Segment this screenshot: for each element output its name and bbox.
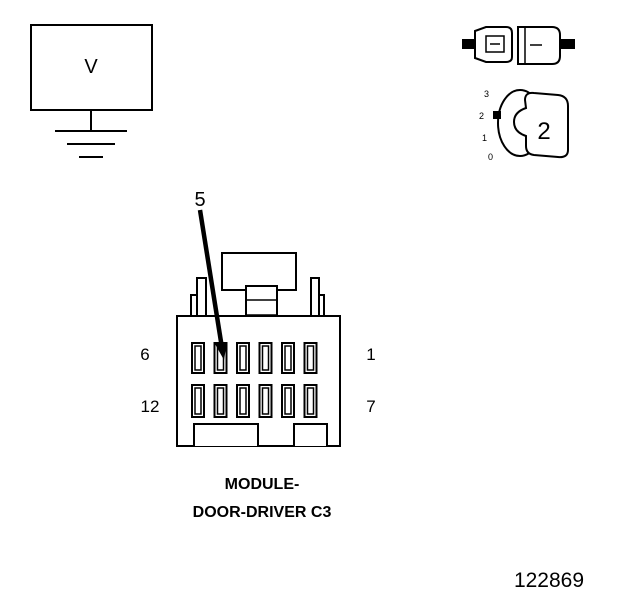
- connector-latch-housing: [221, 252, 297, 291]
- pin-terminal: [239, 345, 247, 371]
- pin-terminal: [194, 387, 202, 415]
- ignition-position-1: 1: [482, 133, 487, 143]
- pin-terminal: [194, 345, 202, 371]
- row-label-bottom-left: 12: [141, 397, 160, 416]
- connector-name-line2: DOOR-DRIVER C3: [193, 504, 332, 521]
- connector-pins: [191, 342, 318, 418]
- pin-cavity: [258, 342, 273, 374]
- pin-cavity: [236, 384, 250, 418]
- pin-terminal: [261, 345, 270, 371]
- pin-cavity: [281, 384, 295, 418]
- callout-pin-number: 5: [194, 189, 205, 211]
- pin-terminal: [216, 387, 225, 415]
- callout-arrow: [197, 209, 225, 349]
- ignition-position-3: 3: [484, 89, 489, 99]
- connector-plug-icon: [462, 26, 575, 65]
- figure-number: 122869: [514, 569, 584, 592]
- pin-cavity: [213, 384, 228, 418]
- pin-cavity: [191, 342, 205, 374]
- voltmeter-label: V: [84, 56, 98, 78]
- pin-terminal: [306, 387, 315, 415]
- pin-callout: 5: [194, 189, 227, 360]
- pin-cavity: [258, 384, 273, 418]
- pin-terminal: [261, 387, 270, 415]
- row-label-top-right: 1: [366, 345, 375, 364]
- ignition-key-icon: [512, 91, 569, 159]
- pin-terminal: [284, 387, 292, 415]
- pin-cavity: [303, 342, 318, 374]
- pin-terminal: [284, 345, 292, 371]
- door-module-connector: [176, 252, 341, 447]
- pin-cavity: [191, 384, 205, 418]
- voltmeter-symbol: V: [30, 24, 153, 158]
- row-label-top-left: 6: [140, 345, 149, 364]
- pin-terminal: [306, 345, 315, 371]
- ignition-position-2: 2: [479, 111, 484, 121]
- pin-terminal: [239, 387, 247, 415]
- callout-arrow-head: [215, 342, 227, 360]
- pin-cavity: [281, 342, 295, 374]
- pin-cavity: [303, 384, 318, 418]
- row-label-bottom-right: 7: [366, 397, 375, 416]
- ignition-position-0: 0: [488, 152, 493, 162]
- pin-cavity: [236, 342, 250, 374]
- ground-icon: [55, 130, 127, 158]
- connector-name-line1: MODULE-: [225, 476, 300, 493]
- ignition-switch-icon: 3 2 1 0 2: [479, 89, 569, 162]
- ignition-key-label: 2: [537, 118, 550, 145]
